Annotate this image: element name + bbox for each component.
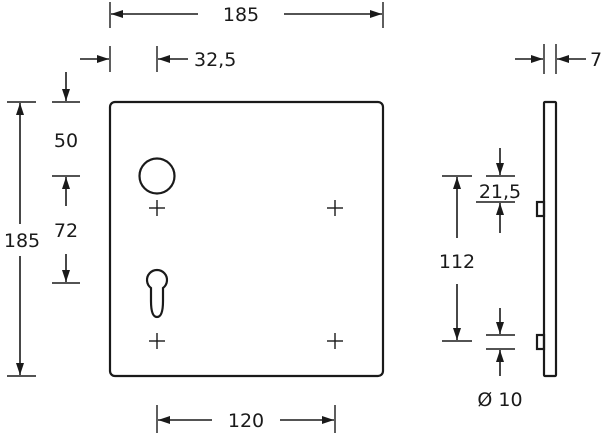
mount-hole-cross-top-right bbox=[327, 200, 343, 216]
dim-hole-offset-x: 32,5 bbox=[80, 46, 236, 72]
side-pin-top bbox=[535, 200, 546, 218]
dim-side-spacing: 112 bbox=[439, 175, 475, 342]
mount-hole-cross-bottom-right bbox=[327, 333, 343, 349]
dim-hole-diameter: Ø 10 bbox=[477, 308, 523, 411]
dim-plate-height-label: 185 bbox=[4, 230, 40, 252]
dim-side-thickness-label: 7 bbox=[590, 49, 602, 71]
dim-mount-spacing-x: 120 bbox=[156, 405, 336, 433]
dim-top-to-knob-label: 50 bbox=[54, 130, 78, 152]
dim-hole-offset-x-label: 32,5 bbox=[194, 49, 236, 71]
dim-side-step: 21,5 bbox=[476, 148, 521, 233]
side-plate-outline bbox=[542, 100, 558, 378]
dim-hole-diameter-label: Ø 10 bbox=[477, 389, 522, 411]
mount-hole-cross-bottom-left bbox=[149, 333, 165, 349]
dim-knob-to-cylinder: 72 bbox=[52, 220, 80, 284]
dim-plate-width: 185 bbox=[109, 2, 384, 28]
side-pin-bottom bbox=[535, 333, 546, 351]
mount-hole-cross-top-left bbox=[149, 200, 165, 216]
cylinder-keyhole bbox=[145, 268, 169, 319]
knob-hole bbox=[138, 157, 176, 195]
dim-knob-to-cylinder-label: 72 bbox=[54, 220, 78, 242]
dim-plate-width-label: 185 bbox=[223, 4, 259, 26]
dim-mount-spacing-x-label: 120 bbox=[228, 410, 264, 432]
front-plate-outline bbox=[108, 100, 385, 378]
dim-top-to-knob: 50 bbox=[52, 72, 80, 206]
dim-plate-height: 185 bbox=[4, 101, 40, 377]
dim-side-spacing-label: 112 bbox=[439, 251, 475, 273]
dim-side-step-label: 21,5 bbox=[479, 181, 521, 203]
dim-side-thickness: 7 bbox=[515, 44, 602, 74]
